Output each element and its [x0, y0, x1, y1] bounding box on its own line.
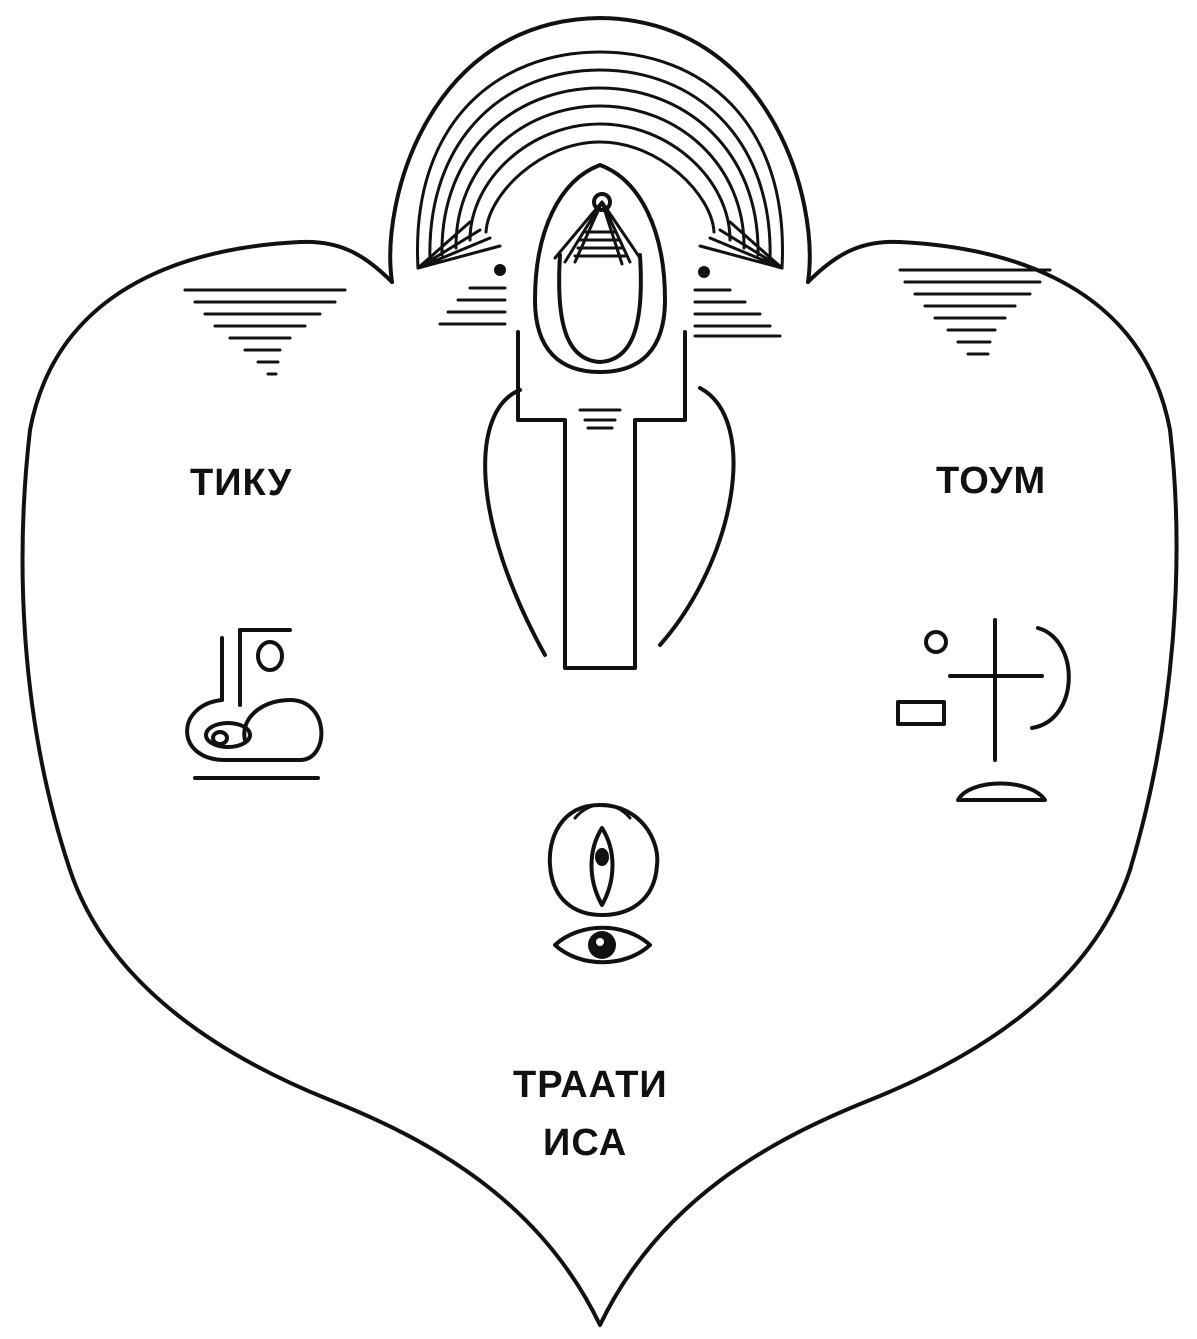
tiku-glyph-icon: [187, 630, 321, 778]
left-stripe-triangle: [185, 290, 345, 374]
toum-glyph-icon: [898, 620, 1069, 800]
eye-icon: [555, 928, 650, 963]
label-tiku: ТИКУ: [190, 462, 292, 505]
label-traati: ТРААТИ: [513, 1064, 668, 1107]
seed-eye-icon: [550, 805, 658, 916]
right-stripe-triangle: [900, 270, 1050, 354]
arch-rays-icon: [418, 52, 783, 268]
label-toum: ТОУМ: [936, 460, 1046, 503]
label-isa: ИСА: [543, 1122, 627, 1165]
dome-outer: [390, 18, 809, 282]
